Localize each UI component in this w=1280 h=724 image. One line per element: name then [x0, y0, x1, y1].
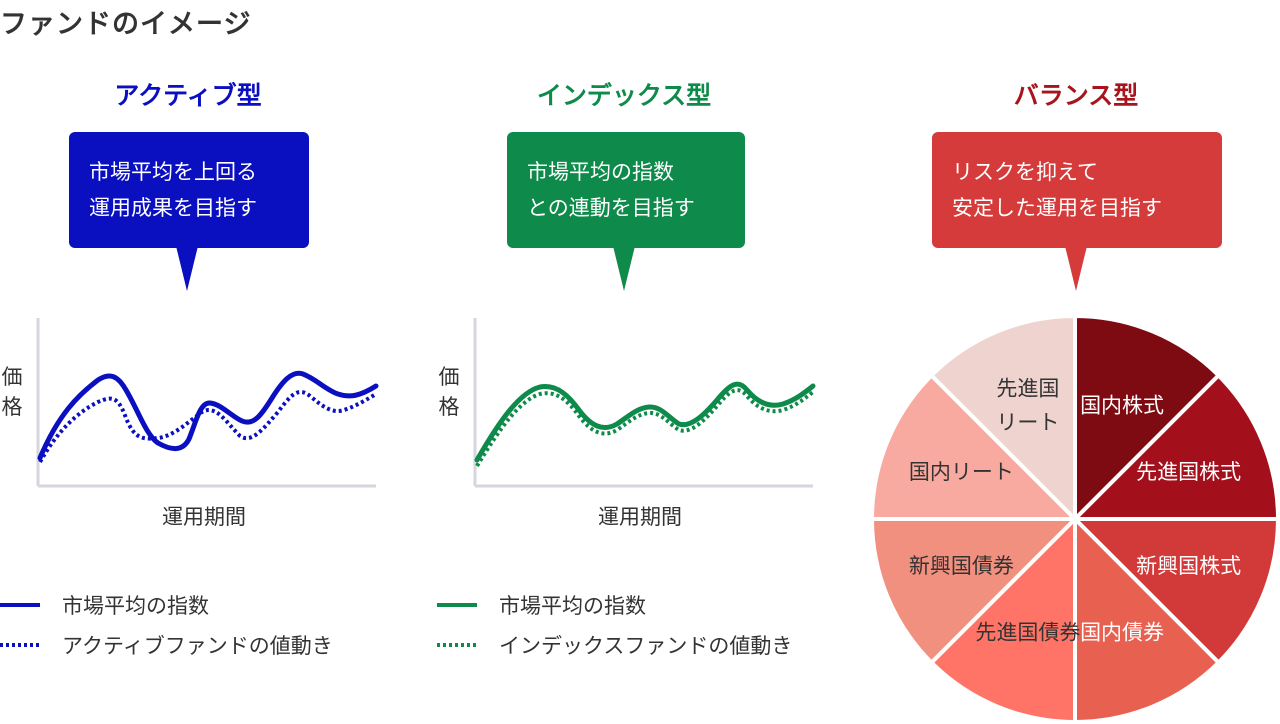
pie-slice-label-8: 先進国リート — [996, 376, 1059, 434]
pie-slice-6 — [870, 517, 1080, 666]
index-speech-bubble: 市場平均の指数 との連動を目指す — [507, 132, 745, 248]
index-type-title: インデックス型 — [536, 81, 712, 110]
balance-bubble-line-1: リスクを抑えて — [952, 160, 1098, 184]
index-chart — [473, 318, 816, 488]
active-x-axis-label: 運用期間 — [162, 505, 246, 529]
balance-bubble-line-2: 安定した運用を目指す — [952, 196, 1162, 220]
pie-slice-label-5: 先進国債券 — [975, 621, 1080, 645]
active-legend-solid-label: 市場平均の指数 — [62, 594, 209, 618]
pie-slice-1 — [1073, 314, 1222, 524]
index-legend-solid-swatch — [437, 603, 477, 607]
active-speech-bubble: 市場平均を上回る 運用成果を目指す — [69, 132, 309, 248]
pie-slice-7 — [870, 372, 1080, 521]
active-bubble-line-2: 運用成果を目指す — [89, 196, 257, 220]
active-y-label-char-1: 価 — [1, 365, 23, 389]
active-bubble-tail — [176, 246, 198, 291]
active-legend-dotted-swatch — [0, 643, 40, 647]
index-bubble-line-1: 市場平均の指数 — [527, 160, 674, 184]
index-legend-solid-label: 市場平均の指数 — [499, 594, 646, 618]
index-y-label-char-1: 価 — [438, 365, 460, 389]
index-fund-price-line — [475, 388, 815, 468]
pie-slice-label-6: 新興国債券 — [909, 554, 1014, 578]
index-legend-dotted: インデックスファンドの値動き — [437, 630, 792, 660]
index-y-label-char-2: 格 — [438, 395, 460, 419]
pie-slice-label-2: 先進国株式 — [1136, 460, 1241, 484]
active-legend-solid-swatch — [0, 603, 40, 607]
active-legend-dotted: アクティブファンドの値動き — [0, 630, 333, 660]
pie-slice-label-3: 新興国株式 — [1136, 554, 1241, 578]
index-legend-dotted-label: インデックスファンドの値動き — [499, 634, 793, 658]
active-chart — [36, 318, 379, 488]
active-legend-solid: 市場平均の指数 — [0, 590, 209, 620]
page-title: ファンドのイメージ — [0, 9, 252, 40]
active-bubble-line-1: 市場平均を上回る — [89, 160, 257, 184]
pie-slice-label-7: 国内リート — [909, 460, 1014, 484]
pie-slice-4 — [1073, 514, 1222, 724]
active-legend-dotted-label: アクティブファンドの値動き — [62, 634, 333, 658]
index-y-axis-label: 価 格 — [437, 362, 461, 422]
active-type-title: アクティブ型 — [114, 81, 262, 110]
balance-speech-bubble: リスクを抑えて 安定した運用を目指す — [932, 132, 1222, 248]
pie-slice-8 — [928, 314, 1077, 524]
index-x-axis-label: 運用期間 — [598, 505, 682, 529]
index-bubble-tail — [613, 246, 635, 291]
pie-slice-label-1: 国内株式 — [1080, 393, 1164, 417]
active-y-axis-label: 価 格 — [0, 362, 24, 422]
active-market-index-line — [37, 370, 379, 461]
pie-slice-2 — [1070, 372, 1280, 521]
pie-slice-3 — [1070, 517, 1280, 666]
index-market-index-line — [474, 381, 816, 463]
index-legend-solid: 市場平均の指数 — [437, 590, 646, 620]
pie-slice-label-4: 国内債券 — [1080, 621, 1164, 645]
pie-slice-5 — [928, 514, 1077, 724]
active-y-label-char-2: 格 — [1, 395, 23, 419]
balance-bubble-tail — [1065, 246, 1087, 291]
index-legend-dotted-swatch — [437, 643, 477, 647]
balance-type-title: バランス型 — [1013, 81, 1139, 110]
index-bubble-line-2: との連動を目指す — [527, 196, 695, 220]
